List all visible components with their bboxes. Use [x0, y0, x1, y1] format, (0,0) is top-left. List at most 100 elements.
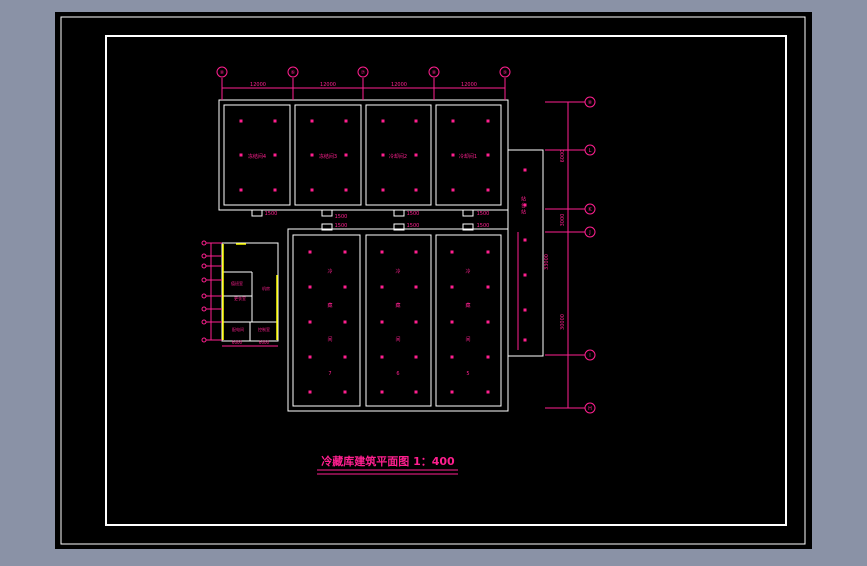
grid-label-right: ⑧: [588, 100, 593, 106]
column-marker: [310, 188, 314, 192]
grid-bubble: [499, 66, 511, 78]
door-dimension: 1500: [335, 223, 348, 229]
column-marker: [450, 320, 454, 324]
storage-room-label: 冷: [395, 268, 400, 275]
column-marker: [343, 355, 347, 359]
office-room-label: 配电间: [232, 326, 244, 332]
grid-label-top: ⑥: [291, 70, 296, 76]
column-marker: [450, 250, 454, 254]
column-marker: [451, 153, 455, 157]
column-marker: [380, 285, 384, 289]
door-dimension: 1500: [265, 211, 278, 217]
column-marker: [486, 250, 490, 254]
column-marker: [414, 285, 418, 289]
column-marker: [380, 390, 384, 394]
grid-label-right: K: [588, 207, 592, 213]
dimension-label: 12000: [461, 82, 477, 88]
dimension-label: 3000: [560, 214, 566, 227]
column-marker: [523, 238, 527, 242]
column-marker: [381, 188, 385, 192]
column-marker: [523, 273, 527, 277]
column-marker: [414, 119, 418, 123]
grid-label-right: J: [588, 230, 590, 236]
column-marker: [380, 355, 384, 359]
dimension-label: 12000: [320, 82, 336, 88]
office-room-label: 更衣室: [234, 295, 246, 301]
column-marker: [308, 355, 312, 359]
column-marker: [523, 203, 527, 207]
storage-room-label: 藏: [327, 302, 332, 309]
room-label: 冷却间2: [389, 153, 407, 160]
grid-bubble: [357, 66, 369, 78]
door-dimension: 1500: [477, 211, 490, 217]
column-marker: [380, 320, 384, 324]
lower-room-1-outline: [292, 234, 361, 407]
storage-room-label: 6: [396, 371, 399, 377]
column-marker: [414, 355, 418, 359]
column-marker: [310, 119, 314, 123]
upper-room-2-outline: [294, 104, 362, 206]
column-marker: [451, 119, 455, 123]
storage-room-label: 冷: [465, 268, 470, 275]
office-room-label: 控制室: [258, 326, 270, 332]
column-marker: [273, 153, 277, 157]
grid-bubble: [216, 66, 228, 78]
door-opening: [393, 209, 405, 217]
grid-bubble: [287, 66, 299, 78]
door-opening: [393, 223, 405, 231]
column-marker: [414, 188, 418, 192]
column-marker: [308, 390, 312, 394]
column-marker: [414, 250, 418, 254]
column-marker: [486, 355, 490, 359]
storage-room-label: 间: [465, 336, 470, 343]
inner-frame: [105, 35, 787, 526]
storage-room-label: 间: [395, 336, 400, 343]
column-marker: [450, 390, 454, 394]
column-marker: [308, 250, 312, 254]
column-marker: [239, 188, 243, 192]
room-label: 冷却间1: [459, 153, 477, 160]
room-label: 冻结间4: [248, 153, 266, 160]
grid-label-right: L: [589, 148, 592, 154]
column-marker: [239, 153, 243, 157]
column-marker: [486, 390, 490, 394]
office-room-label: 机房: [262, 285, 270, 291]
outer-frame: [60, 16, 806, 545]
grid-bubble: [584, 402, 596, 414]
storage-room-label: 5: [466, 371, 469, 377]
dimension-label: 6000: [560, 150, 566, 163]
grid-bubble: [428, 66, 440, 78]
column-marker: [344, 153, 348, 157]
grid-label-top: ⑧: [220, 70, 225, 76]
drawing-title: 冷藏库建筑平面图 1：400: [321, 454, 455, 468]
dimension-label: 12000: [250, 82, 266, 88]
storage-room-label: 7: [328, 371, 331, 377]
lower-block-outline: [287, 228, 509, 412]
upper-room-4-outline: [435, 104, 502, 206]
storage-room-label: 冷: [327, 268, 332, 275]
dimension-label: 12000: [391, 82, 407, 88]
column-marker: [523, 168, 527, 172]
office-dimension: 6000: [259, 340, 270, 345]
storage-room-label: 间: [327, 336, 332, 343]
column-marker: [344, 188, 348, 192]
column-marker: [450, 285, 454, 289]
grid-bubble: [584, 144, 596, 156]
column-marker: [523, 308, 527, 312]
grid-label-right: H: [588, 406, 592, 412]
grid-label-right: I: [589, 353, 590, 359]
column-marker: [273, 188, 277, 192]
column-marker: [273, 119, 277, 123]
column-marker: [381, 119, 385, 123]
column-marker: [343, 390, 347, 394]
column-marker: [486, 119, 490, 123]
column-marker: [486, 285, 490, 289]
column-marker: [308, 285, 312, 289]
door-opening: [321, 209, 333, 217]
drawing-sheet: [55, 12, 812, 549]
column-marker: [380, 250, 384, 254]
grid-label-top: ⑧: [432, 70, 437, 76]
column-marker: [343, 320, 347, 324]
door-dimension: 1500: [477, 223, 490, 229]
upper-room-1-outline: [223, 104, 291, 206]
